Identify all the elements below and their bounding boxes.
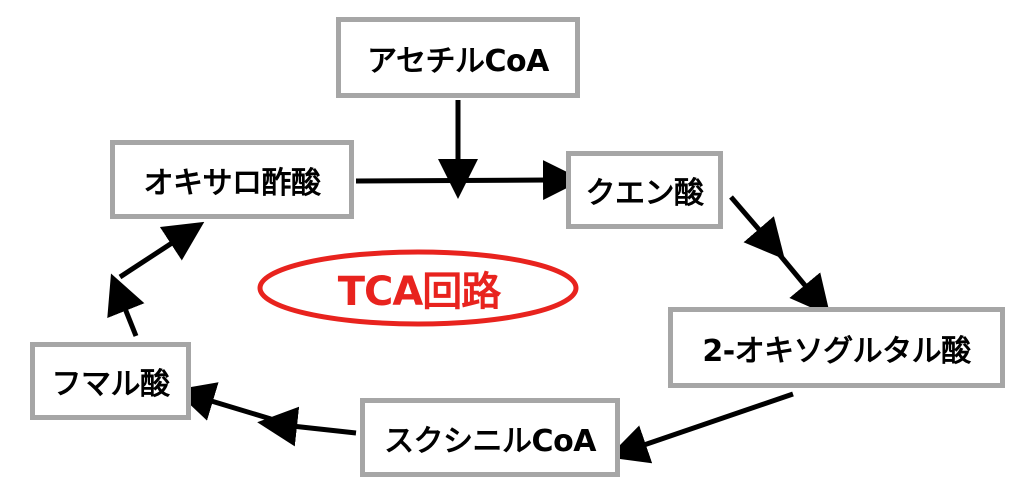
arrow-citrate-to-2oxo-seg1	[729, 195, 785, 260]
arrow-succinyl-to-fumarate-seg1	[257, 406, 357, 447]
arrow-citrate-to-2oxo-seg2	[777, 252, 831, 316]
node-fumarate: フマル酸	[30, 342, 191, 420]
cycle-title: TCA回路	[337, 269, 502, 315]
arrow-oxalo-to-citrate	[355, 160, 583, 201]
arrow-succinyl-to-fumarate-seg2	[174, 382, 272, 422]
node-2-oxoglutarate: 2-オキソグルタル酸	[668, 307, 1005, 388]
node-oxaloacetate: オキサロ酢酸	[110, 140, 354, 219]
node-acetyl-coa: アセチルCoA	[336, 17, 580, 98]
arrow-fumarate-to-oxalo-seg2	[118, 221, 205, 280]
node-citrate: クエン酸	[566, 151, 723, 229]
arrow-fumarate-to-oxalo-seg1	[107, 273, 145, 337]
node-succinyl-coa: スクシニルCoA	[360, 398, 620, 477]
arrow-2oxo-to-succinyl	[607, 391, 794, 464]
